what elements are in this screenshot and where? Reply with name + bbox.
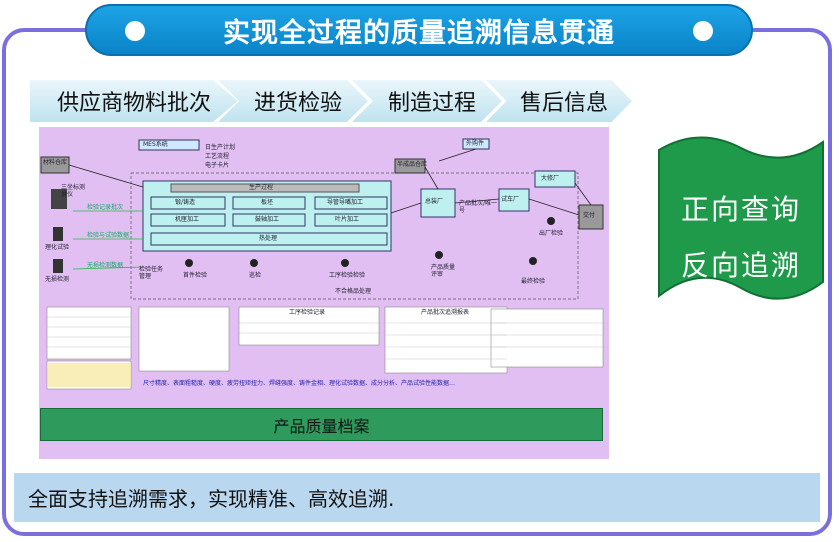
- plan-line-1: 日生产计划: [205, 144, 236, 151]
- table-caption: 工序检验记录: [289, 309, 326, 316]
- process-title: 生产过程: [249, 184, 274, 191]
- cell-drum: 鼓轴加工: [255, 216, 280, 223]
- cell-blade: 叶片加工: [335, 216, 360, 223]
- test-label: 试车厂: [501, 196, 520, 203]
- step-supplier-batch: 供应商物料批次: [30, 80, 238, 122]
- task-mgmt-label: 检验任务管理: [139, 266, 164, 280]
- step-aftersales: 售后信息: [486, 80, 632, 122]
- insp-review: 产品质量评审: [431, 264, 456, 278]
- diagram-lines: [40, 138, 604, 390]
- plan-line-2: 工艺流程: [205, 153, 230, 160]
- cell-casing: 机匣加工: [175, 216, 200, 223]
- product-flow: 产品批次/唯一号: [459, 200, 498, 214]
- step-label: 售后信息: [519, 91, 608, 116]
- mes-label: MES系统: [143, 141, 168, 148]
- insp-first: 首件检验: [183, 272, 208, 279]
- insp-factory: 出厂检验: [539, 230, 564, 237]
- step-incoming-inspection: 进货检验: [218, 80, 368, 122]
- flag-shape: [658, 136, 824, 300]
- step-manufacturing: 制造过程: [352, 80, 502, 122]
- outsource-label: 外购件: [466, 140, 485, 147]
- report-caption: 产品批次追溯报表: [421, 309, 470, 316]
- title-right-dot: [693, 21, 713, 41]
- flag-line-forward: 正向查询: [680, 193, 801, 226]
- insp-patrol: 巡检: [249, 272, 262, 279]
- data-note: 尺寸精度、表面粗糙度、硬度、疲劳扭矩扭力、焊缝强度、铸件金相、理化试验数据、成分…: [143, 380, 456, 387]
- overhaul-label: 大修厂: [541, 175, 560, 182]
- tool-cmm: 三坐标测量仪: [61, 184, 86, 198]
- semi-store-label: 半成品仓库: [397, 161, 428, 168]
- tool-physchem: 理化试验: [45, 244, 70, 251]
- material-store-label: 材料仓库: [43, 159, 68, 166]
- note-3: 无损检测数据: [87, 262, 124, 269]
- nonconf-label: 不合格品处理: [335, 288, 372, 295]
- traceability-diagram: 材料仓库 MES系统 日生产计划 工艺流程 电子卡片 外购件 半成品仓库 生产过…: [39, 127, 609, 459]
- page-title: 实现全过程的质量追溯信息贯通: [223, 17, 615, 49]
- title-banner: 实现全过程的质量追溯信息贯通: [85, 4, 753, 56]
- quality-archive-bar: 产品质量档案: [40, 408, 603, 441]
- summary-bar: 全面支持追溯需求，实现精准、高效追溯.: [14, 473, 820, 522]
- assembly-label: 总装厂: [425, 198, 444, 205]
- step-label: 供应商物料批次: [56, 91, 211, 116]
- cell-heat: 热处理: [259, 235, 278, 242]
- tool-ndt: 无损检测: [45, 276, 70, 283]
- note-1: 检验记录批次: [87, 204, 124, 211]
- step-label: 进货检验: [253, 91, 342, 116]
- flag-line-backward: 反向追溯: [680, 249, 801, 282]
- summary-text: 全面支持追溯需求，实现精准、高效追溯.: [28, 487, 395, 511]
- cell-blank: 板坯: [261, 199, 274, 206]
- archive-label: 产品质量档案: [273, 416, 370, 436]
- cell-forging: 锻/铸造: [175, 199, 196, 206]
- note-2: 检验与试验数据: [87, 232, 130, 239]
- cell-duct: 导管导嘴加工: [327, 199, 364, 206]
- delivery-label: 交付: [583, 212, 596, 219]
- insp-process: 工序检验检验: [329, 272, 366, 279]
- insp-final: 最终检验: [521, 278, 546, 285]
- plan-line-3: 电子卡片: [205, 162, 230, 169]
- title-left-dot: [125, 21, 145, 41]
- step-label: 制造过程: [387, 91, 476, 116]
